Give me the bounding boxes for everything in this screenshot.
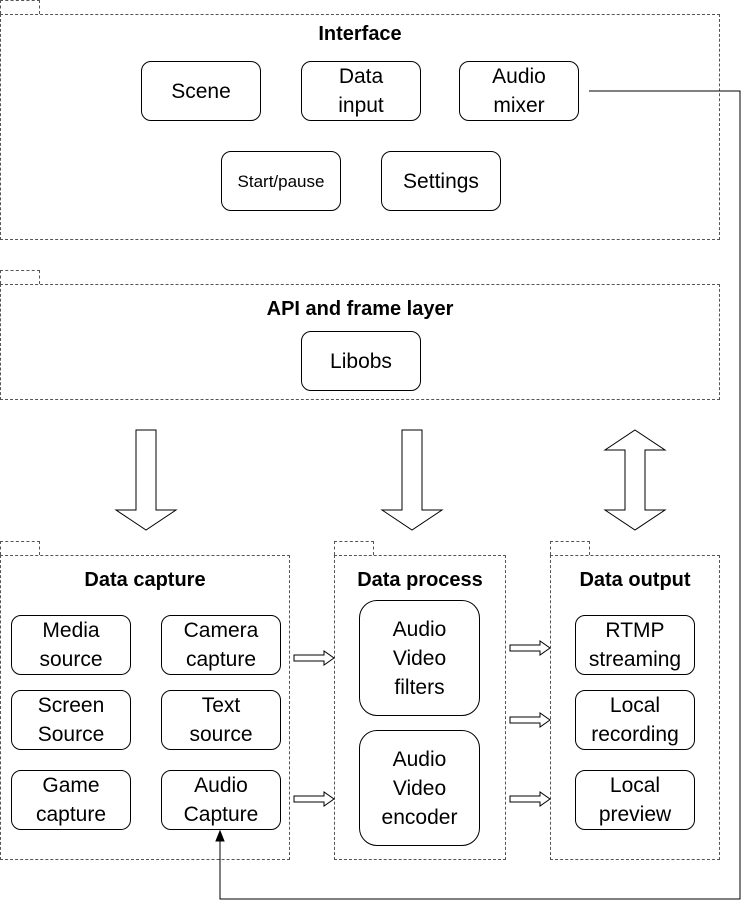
rtmp-box: RTMP streaming (575, 615, 695, 675)
arrow-down-process (380, 429, 444, 531)
data-process-title: Data process (357, 569, 483, 591)
recording-box: Local recording (575, 690, 695, 750)
arrow-process-to-preview (509, 791, 551, 807)
capture-package-tab (0, 541, 40, 555)
process-package-tab (334, 541, 374, 555)
api-title: API and frame layer (266, 298, 454, 320)
audio-capture-box: Audio Capture (161, 770, 281, 830)
encoder-box: Audio Video encoder (359, 730, 480, 846)
arrow-bidirectional-output (603, 429, 667, 531)
mixer-to-audio-capture-arrowhead (215, 829, 225, 842)
interface-package: Interface (0, 14, 720, 240)
media-source-box: Media source (11, 615, 131, 675)
arrow-process-to-recording (509, 712, 551, 728)
data-input-box: Data input (301, 61, 421, 121)
screen-source-box: Screen Source (11, 690, 131, 750)
arrow-process-to-rtmp (509, 640, 551, 656)
output-package-tab (550, 541, 590, 555)
scene-box: Scene (141, 61, 261, 121)
interface-package-tab (0, 0, 40, 14)
data-capture-title: Data capture (84, 569, 206, 591)
settings-box: Settings (381, 151, 501, 211)
preview-box: Local preview (575, 770, 695, 830)
start-pause-box: Start/pause (221, 151, 341, 211)
arrow-capture-to-process-top (293, 650, 335, 666)
libobs-box: Libobs (301, 331, 421, 391)
arrow-down-capture (114, 429, 178, 531)
camera-capture-box: Camera capture (161, 615, 281, 675)
data-output-title: Data output (579, 569, 691, 591)
arrow-capture-to-process-bottom (293, 791, 335, 807)
api-package-tab (0, 270, 40, 284)
mixer-to-audio-capture-line (219, 90, 741, 900)
audio-mixer-box: Audio mixer (459, 61, 579, 121)
interface-title: Interface (318, 23, 402, 45)
text-source-box: Text source (161, 690, 281, 750)
game-capture-box: Game capture (11, 770, 131, 830)
filters-box: Audio Video filters (359, 600, 480, 716)
